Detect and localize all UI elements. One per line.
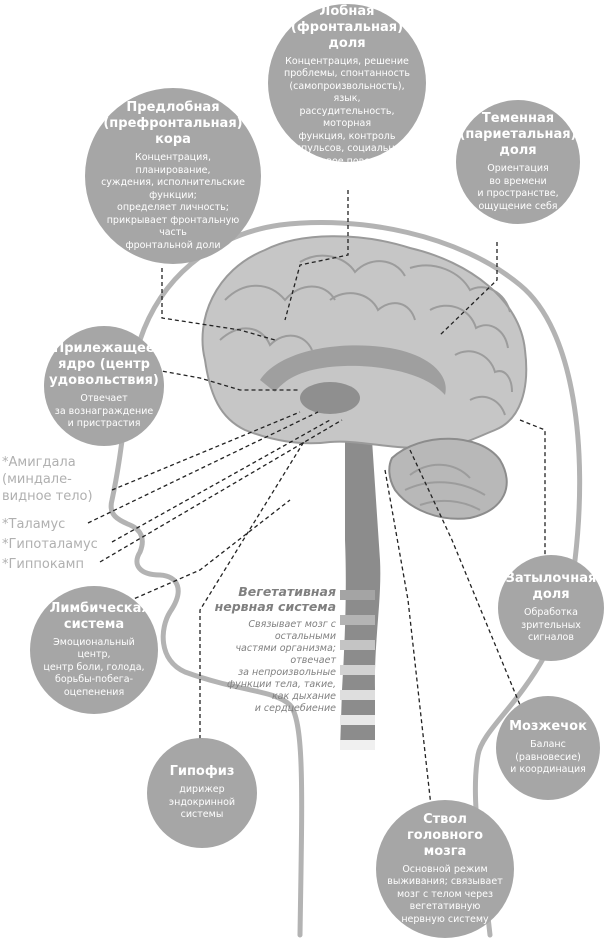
brainstem-title: Ствол головного мозга [406,811,484,859]
occipital-lobe-desc: Обработка зрительных сигналов [521,607,581,644]
autonomic-desc: Связывает мозг с остальными частями орга… [227,619,336,714]
cerebellum [388,437,508,520]
spinal-fade-6 [340,715,375,725]
spinal-fade-4 [340,665,375,675]
prefrontal-cortex-bubble: Предлобная (префронтальная) кора Концент… [85,88,261,264]
occipital-lobe-bubble: Затылочная доля Обработка зрительных сиг… [498,555,604,661]
spinal-fade-5 [340,690,375,700]
occipital-lobe-title: Затылочная доля [505,571,597,603]
cerebellum-title: Мозжечок [509,719,587,735]
nucleus-accumbens-bubble: Прилежащее ядро (центр удовольствия) Отв… [44,326,164,446]
cerebellum-desc: Баланс (равновесие) и координация [510,739,586,776]
parietal-lobe-title: Теменная (париетальная) доля [459,111,577,158]
pituitary-bubble: Гипофиз дирижер эндокринной системы [147,738,257,848]
thalamus-label: *Таламус [2,517,66,532]
spinal-fade-3 [340,640,375,650]
autonomic-title: Вегетативная нервная система [214,584,336,614]
spinal-fade-7 [340,740,375,750]
limbic-system-bubble: * Лимбическая система Эмоциональный цент… [30,586,158,714]
spinal-fade-1 [340,590,375,600]
frontal-lobe-title: Лобная (фронтальная) доля [290,3,404,51]
parietal-lobe-bubble: Теменная (париетальная) доля Ориентация … [456,100,580,224]
nucleus-accumbens-desc: Отвечает за вознаграждение и пристрастия [54,393,154,430]
limbic-system-title: * Лимбическая система [38,600,150,632]
cerebellum-bubble: Мозжечок Баланс (равновесие) и координац… [496,696,600,800]
corpus-callosum [260,345,446,395]
hypothalamus-label: *Гипоталамус [2,537,98,552]
frontal-lobe-bubble: Лобная (фронтальная) доля Концентрация, … [268,3,426,167]
nucleus-accumbens-title: Прилежащее ядро (центр удовольствия) [49,341,159,389]
autonomic-nervous-system-label: Вегетативная нервная система Связывает м… [200,584,336,715]
brainstem-desc: Основной режим выживания; связывает мозг… [387,863,503,925]
thalamus-shape [300,382,360,414]
pituitary-title: Гипофиз [169,764,235,780]
amygdala-label: *Амигдала (миндале- видное тело) [2,455,93,504]
cerebrum [201,235,528,450]
limbic-system-desc: Эмоциональный центр, центр боли, голода,… [43,636,145,698]
leader-lines [87,190,546,816]
parietal-lobe-desc: Ориентация во времени и пространстве, ощ… [477,163,559,212]
pituitary-desc: дирижер эндокринной системы [168,784,236,821]
prefrontal-cortex-desc: Концентрация, планирование, суждения, ис… [101,152,245,251]
prefrontal-cortex-title: Предлобная (префронтальная) кора [103,100,243,147]
gyri [219,254,513,511]
hippocampus-label: *Гиппокамп [2,557,84,572]
brainstem-bubble: Ствол головного мозга Основной режим выж… [376,800,514,938]
frontal-lobe-desc: Концентрация, решение проблемы, спонтанн… [284,55,410,167]
spinal-fade-2 [340,615,375,625]
